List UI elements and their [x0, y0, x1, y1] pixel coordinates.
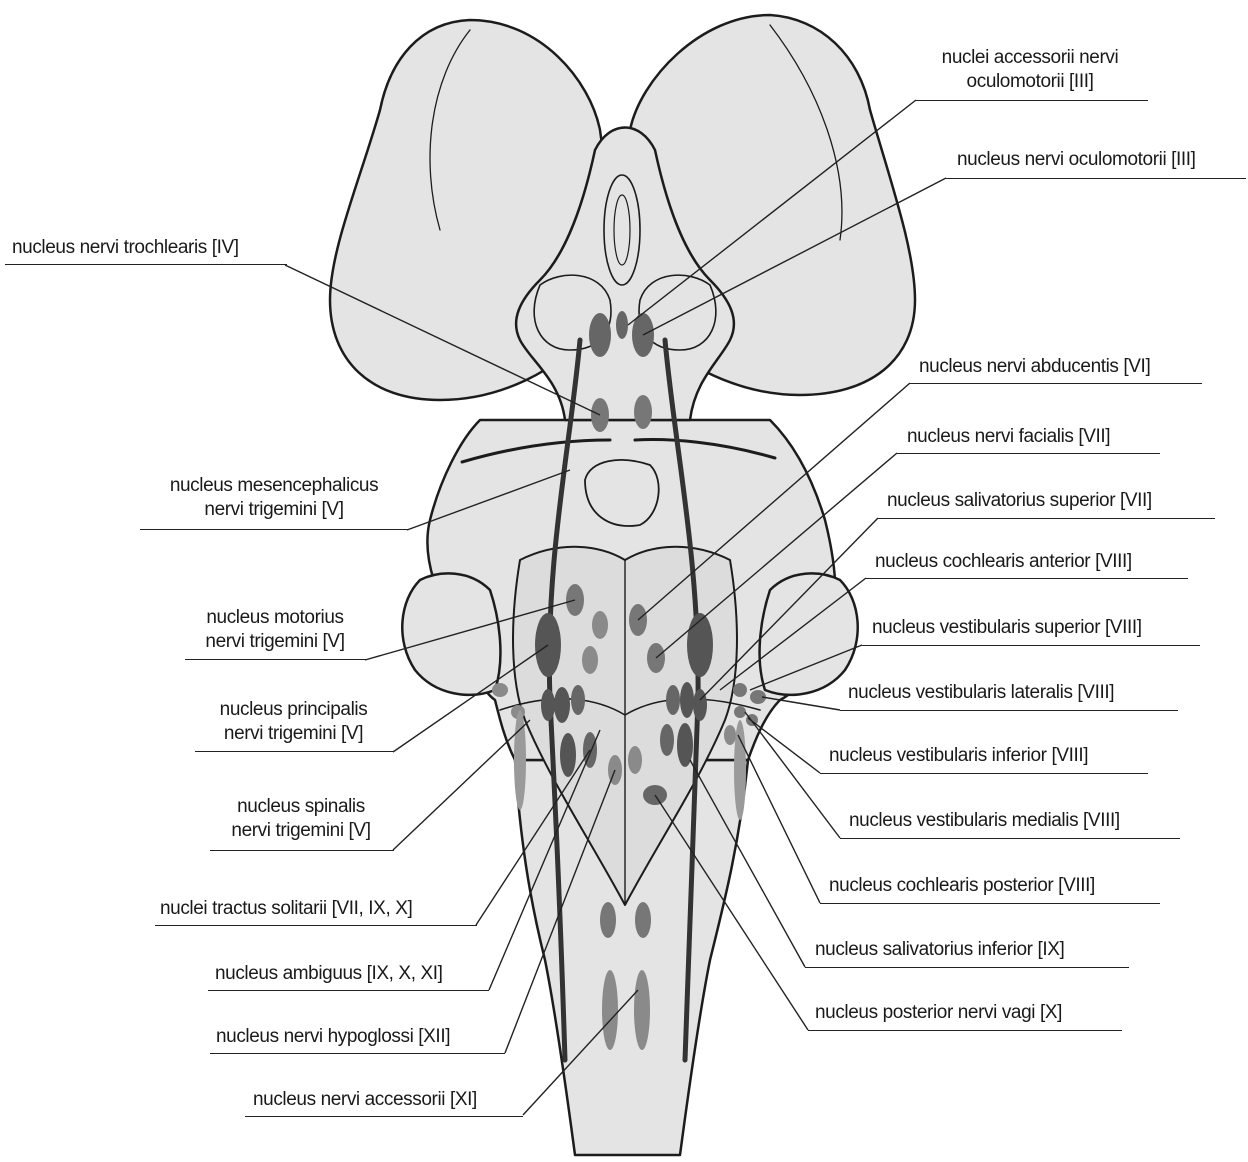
underline [916, 100, 1148, 101]
underline [808, 1030, 1122, 1031]
underline [840, 838, 1180, 839]
nucleus-trochlearis-right [634, 395, 652, 429]
label-nucleus-nervi-abducentis: nucleus nervi abducentis [VI] [919, 355, 1150, 378]
underline [5, 264, 287, 265]
label-nucleus-vestibularis-medialis: nucleus vestibularis medialis [VIII] [849, 809, 1120, 832]
underline [245, 1116, 523, 1117]
label-nucleus-mesencephalicus-line2: nervi trigemini [V] [140, 498, 408, 521]
underline [840, 710, 1178, 711]
nucleus-oculomotorius-left [589, 313, 611, 357]
leader-cochlearis-posterior [738, 735, 820, 903]
label-nuclei-accessorii-oculomotorii-line2: oculomotorii [III] [912, 70, 1148, 93]
nucleus-accessorius [602, 970, 618, 1050]
label-nucleus-cochlearis-posterior: nucleus cochlearis posterior [VIII] [829, 874, 1095, 897]
underline [210, 850, 394, 851]
label-nucleus-nervi-hypoglossi: nucleus nervi hypoglossi [XII] [216, 1025, 450, 1048]
left-peduncle [402, 573, 500, 694]
label-nucleus-vestibularis-lateralis: nucleus vestibularis lateralis [VIII] [848, 681, 1114, 704]
label-nucleus-spinalis-line1: nucleus spinalis [210, 795, 392, 818]
underline [185, 659, 367, 660]
underline [210, 1053, 505, 1054]
nucleus-accessorius-oculomotorius [616, 311, 628, 339]
label-nucleus-nervi-oculomotorii: nucleus nervi oculomotorii [III] [957, 148, 1196, 171]
label-nucleus-nervi-accessorii: nucleus nervi accessorii [XI] [253, 1088, 477, 1111]
underline [878, 518, 1215, 519]
underline [946, 178, 1246, 179]
label-nucleus-motorius-line2: nervi trigemini [V] [185, 630, 365, 653]
label-nucleus-posterior-nervi-vagi: nucleus posterior nervi vagi [X] [815, 1001, 1062, 1024]
underline [897, 453, 1160, 454]
label-nucleus-nervi-facialis: nucleus nervi facialis [VII] [907, 425, 1110, 448]
underline [140, 529, 408, 530]
label-nucleus-spinalis-line2: nervi trigemini [V] [210, 819, 392, 842]
underline [155, 925, 477, 926]
underline [862, 645, 1200, 646]
underline [910, 383, 1202, 384]
nucleus-principalis-right [687, 613, 713, 677]
label-nucleus-principalis-line1: nucleus principalis [195, 698, 392, 721]
underline [820, 903, 1160, 904]
label-nucleus-ambiguus: nucleus ambiguus [IX, X, XI] [215, 962, 442, 985]
right-peduncle [760, 573, 858, 694]
underline [208, 990, 489, 991]
label-nucleus-vestibularis-inferior: nucleus vestibularis inferior [VIII] [829, 744, 1088, 767]
underline [195, 751, 393, 752]
label-nucleus-motorius-line1: nucleus motorius [185, 606, 365, 629]
underline [820, 773, 1148, 774]
label-nuclei-accessorii-oculomotorii-line1: nuclei accessorii nervi [912, 46, 1148, 69]
label-nucleus-mesencephalicus-line1: nucleus mesencephalicus [140, 474, 408, 497]
label-nucleus-salivatorius-superior: nucleus salivatorius superior [VII] [887, 489, 1152, 512]
label-nucleus-cochlearis-anterior: nucleus cochlearis anterior [VIII] [875, 550, 1132, 573]
label-nuclei-tractus-solitarii: nuclei tractus solitarii [VII, IX, X] [160, 897, 412, 920]
label-nucleus-trochlearis: nucleus nervi trochlearis [IV] [12, 236, 239, 259]
label-nucleus-salivatorius-inferior: nucleus salivatorius inferior [IX] [815, 938, 1064, 961]
underline [866, 578, 1188, 579]
label-nucleus-vestibularis-superior: nucleus vestibularis superior [VIII] [872, 616, 1142, 639]
leader-vestibularis-medialis [745, 712, 840, 838]
underline [805, 967, 1129, 968]
label-nucleus-principalis-line2: nervi trigemini [V] [195, 722, 392, 745]
leader-spinalis [393, 720, 530, 850]
